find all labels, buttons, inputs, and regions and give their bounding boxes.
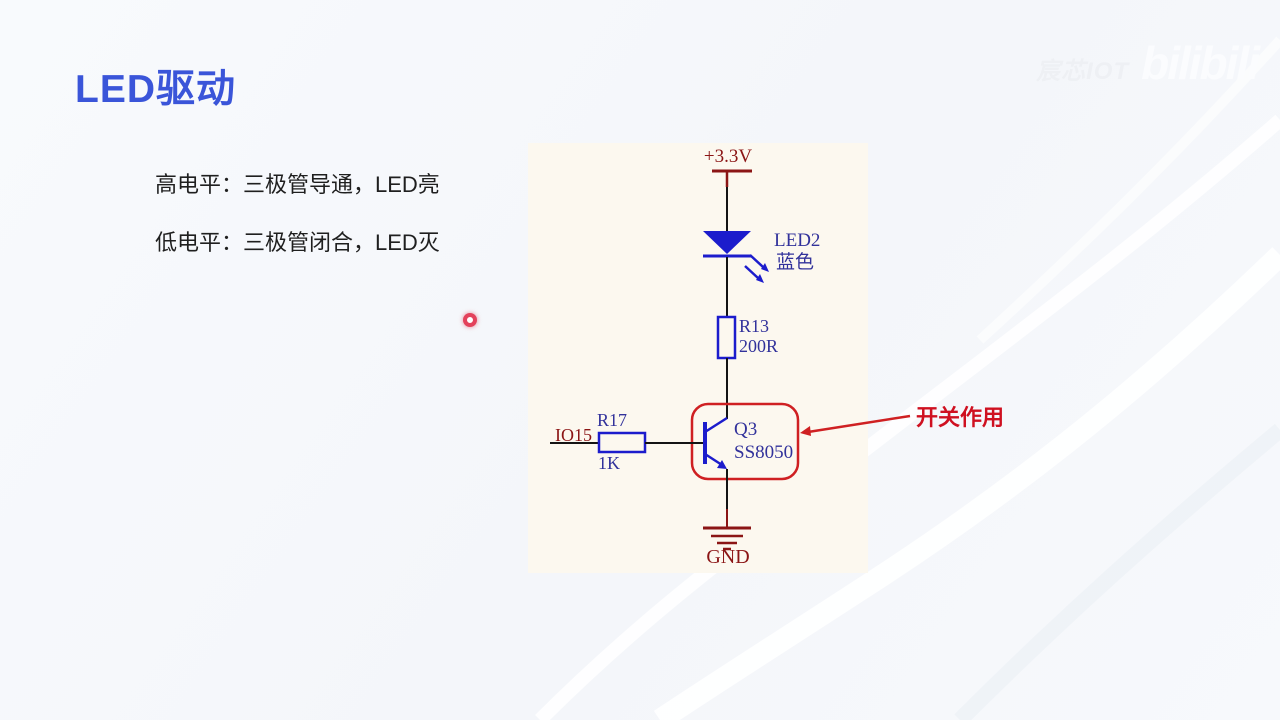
page-title: LED驱动 [75, 68, 237, 111]
circuit-schematic-panel [528, 143, 868, 573]
led-symbol [703, 231, 751, 258]
transistor-q3-symbol [703, 416, 728, 469]
r13-value-label: 200R [739, 336, 779, 356]
watermark: 宸芯IOT bilibili [1036, 36, 1260, 90]
watermark-brand: 宸芯IOT [1036, 58, 1130, 85]
bullet-low-level: 低电平：三极管闭合，LED灭 [155, 230, 440, 255]
r17-ref-label: R17 [597, 410, 628, 430]
resistor-r13-symbol [716, 315, 737, 360]
led-color-note-label: 蓝色 [776, 252, 815, 273]
circuit-schematic-drawing [550, 169, 800, 551]
r13-ref-label: R13 [739, 316, 770, 336]
io15-net-label: IO15 [555, 425, 592, 445]
power-rail-symbol [712, 169, 752, 187]
q3-part-number-label: SS8050 [734, 442, 794, 463]
bullet-high-level: 高电平：三极管导通，LED亮 [155, 172, 440, 197]
bilibili-logo: bilibili [1141, 37, 1260, 89]
laser-pointer-dot [463, 313, 477, 327]
r17-value-label: 1K [598, 453, 620, 473]
gnd-net-label: GND [706, 546, 750, 568]
led-emission-arrows-icon [744, 254, 769, 283]
power-net-label: +3.3V [703, 146, 753, 167]
q3-ref-label: Q3 [734, 419, 758, 440]
resistor-r17-symbol [597, 431, 647, 454]
led-ref-label: LED2 [774, 230, 821, 251]
switch-function-label: 开关作用 [916, 405, 1005, 430]
